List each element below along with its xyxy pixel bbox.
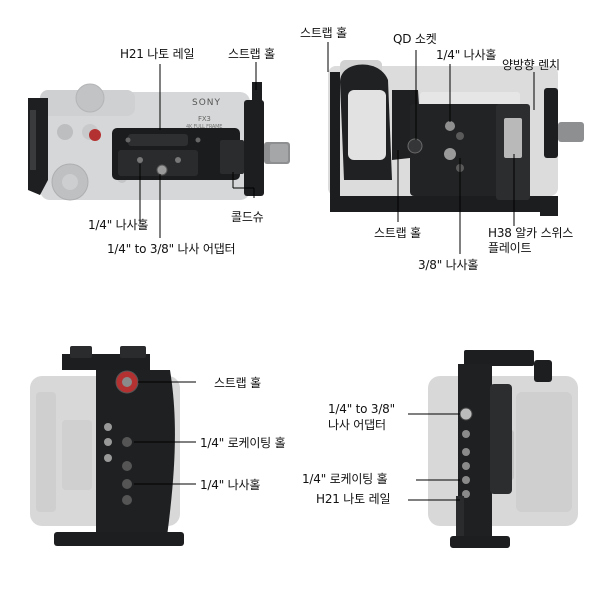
base-plate (410, 104, 520, 196)
label-strap-hole: 스트랩 홀 (214, 376, 261, 390)
label-cold-shoe: 콜드슈 (231, 210, 264, 224)
label-h21-rail: H21 나토 레일 (316, 492, 391, 506)
label-quarter-thread: 1/4" 나사홀 (436, 48, 497, 62)
label-quarter-thread: 1/4" 나사홀 (200, 478, 261, 492)
label-locating-hole: 1/4" 로케이팅 홀 (302, 472, 388, 486)
label-h21-rail: H21 나토 레일 (120, 47, 195, 61)
top-view-illustration (28, 62, 290, 238)
thread-hole-three-eighths (444, 148, 456, 160)
label-arca-plate-line1: H38 알카 스위스 (488, 226, 574, 240)
locating-hole (122, 437, 132, 447)
label-qd-socket: QD 소켓 (393, 32, 437, 46)
panel-grip-side-view: 스트랩 홀 1/4" 로케이팅 홀 1/4" 나사홀 (0, 300, 300, 600)
base-plate (54, 532, 184, 546)
panel-bottom-view: 스트랩 홀 QD 소켓 1/4" 나사홀 양방향 렌치 스트랩 홀 H38 알카… (300, 0, 600, 300)
battery-door-opening (348, 90, 386, 160)
label-strap-hole: 스트랩 홀 (300, 26, 347, 40)
nato-rail (456, 496, 464, 536)
locating-hole (462, 476, 470, 484)
rail-side-illustration (408, 350, 578, 548)
quarter-thread-hole (122, 479, 132, 489)
wrench (504, 118, 522, 158)
label-locating-hole: 1/4" 로케이팅 홀 (200, 436, 286, 450)
bottom-view-illustration (327, 42, 584, 254)
camera-model: FX3 (198, 115, 211, 123)
side-plate (96, 370, 175, 544)
cold-shoe-mount (220, 140, 244, 174)
label-three-eighths-thread: 3/8" 나사홀 (418, 258, 479, 272)
camera-brand: SONY (192, 98, 222, 108)
label-adapter-line2: 나사 어댑터 (328, 418, 386, 432)
qd-socket (407, 138, 423, 154)
grip-side-illustration (30, 346, 196, 546)
label-strap-hole: 스트랩 홀 (228, 47, 275, 61)
thumb-screw (558, 122, 584, 142)
label-strap-hole-bottom: 스트랩 홀 (374, 226, 421, 240)
mode-dial (75, 83, 105, 113)
label-quarter-thread: 1/4" 나사홀 (88, 218, 149, 232)
top-clamp (464, 350, 534, 366)
panel-top-view: H21 나토 레일 스트랩 홀 SONY FX3 4K FULL FRAME 1… (0, 0, 300, 300)
right-clamp (244, 100, 264, 196)
label-arca-plate-line2: 플레이트 (488, 241, 532, 255)
label-adapter: 1/4" to 3/8" 나사 어댑터 (107, 242, 236, 256)
camera-badge: 4K FULL FRAME (186, 124, 223, 130)
record-button (89, 129, 101, 141)
label-wrench: 양방향 렌치 (502, 58, 560, 72)
panel-rail-side-view: 1/4" to 3/8" 나사 어댑터 1/4" 로케이팅 홀 H21 나토 레… (300, 300, 600, 600)
thread-hole-quarter (445, 121, 455, 131)
label-adapter-line1: 1/4" to 3/8" (328, 402, 395, 416)
adapter-screw (459, 407, 473, 421)
base-plate (450, 536, 510, 548)
